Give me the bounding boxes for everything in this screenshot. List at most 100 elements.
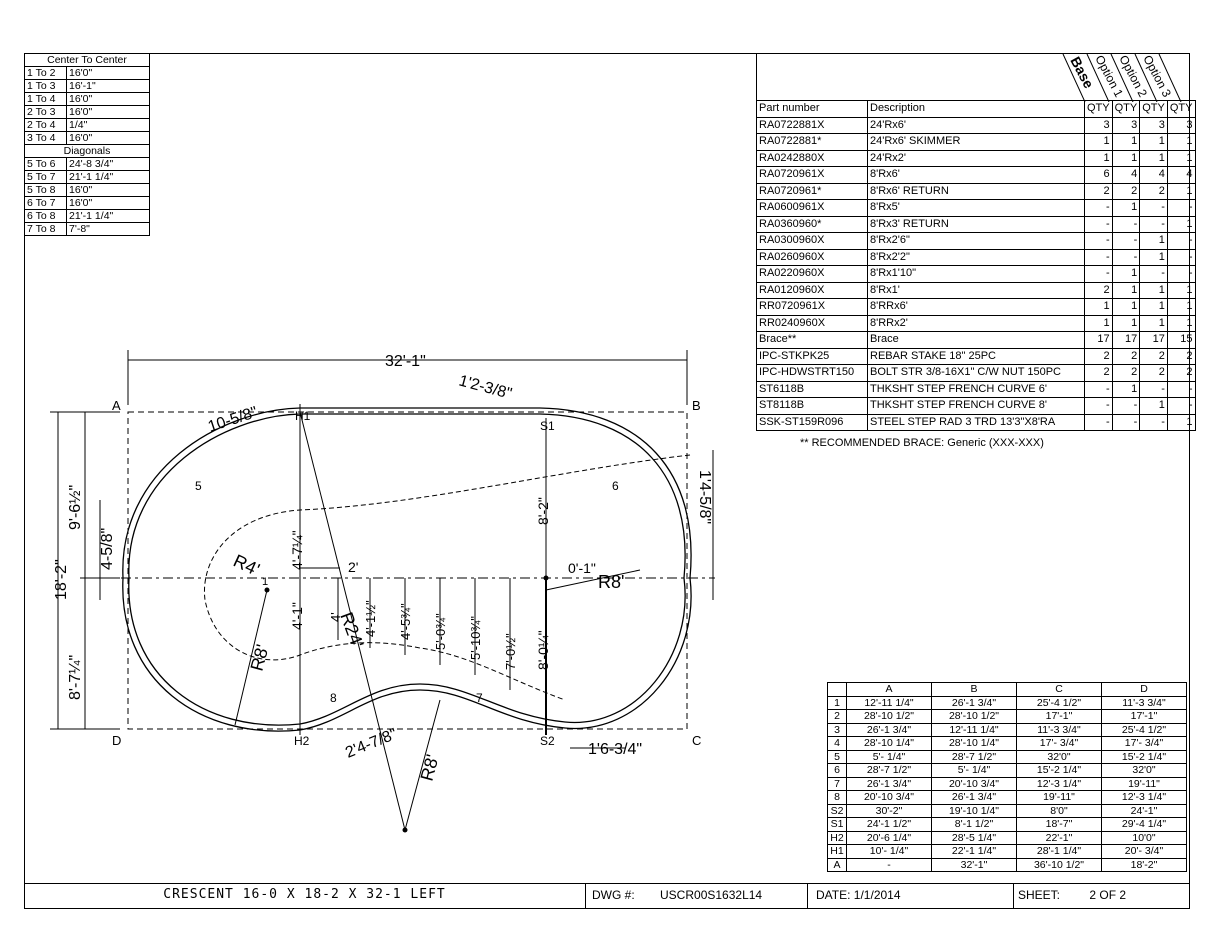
description-cell: THKSHT STEP FRENCH CURVE 6' xyxy=(867,380,1085,398)
coords-point-cell: S2 xyxy=(827,803,847,818)
qty-cell: - xyxy=(1166,397,1196,415)
qty-cell: 4 xyxy=(1166,166,1196,184)
parts-table: Part number Description QTY QTY QTY QTY … xyxy=(756,100,1196,431)
qty-cell: 17 xyxy=(1139,331,1168,349)
date-field: DATE: 1/1/2014 xyxy=(808,884,1014,908)
dim-right-offset: 1'4-5/8" xyxy=(696,470,713,524)
cc-key: 2 To 3 xyxy=(24,105,67,119)
qty-cell: 1 xyxy=(1111,149,1141,167)
coords-value-cell: 30'-2" xyxy=(846,803,932,818)
qty-cell: 1 xyxy=(1139,232,1168,250)
coords-value-cell: 11'-3 3/4" xyxy=(1101,695,1187,710)
qty-cell: 3 xyxy=(1139,116,1168,134)
description-cell: STEEL STEP RAD 3 TRD 13'3"X8'RA xyxy=(867,413,1085,431)
coords-value-cell: 24'-1" xyxy=(1101,803,1187,818)
diag-value: 21'-1 1/4" xyxy=(66,170,150,184)
coords-point-cell: 7 xyxy=(827,776,847,791)
point-7: 7 xyxy=(476,691,483,705)
part-number-cell: RA0720961* xyxy=(756,182,868,200)
qty-cell: 2 xyxy=(1084,364,1113,382)
description-cell: 24'Rx6' SKIMMER xyxy=(867,133,1085,151)
coords-corner xyxy=(827,682,847,697)
parts-row: RA0360960*8'Rx3' RETURN---1 xyxy=(756,215,1196,233)
coords-point-cell: 2 xyxy=(827,709,847,724)
coords-value-cell: 20'-10 3/4" xyxy=(931,776,1017,791)
col-description: Description xyxy=(867,100,1085,118)
qty-cell: - xyxy=(1166,380,1196,398)
coords-value-cell: 17'-1" xyxy=(1016,709,1102,724)
diag-key: 5 To 7 xyxy=(24,170,67,184)
qty-cell: 1 xyxy=(1166,133,1196,151)
part-number-cell: RA0722881X xyxy=(756,116,868,134)
coords-col-a: A xyxy=(846,682,932,697)
dim-h1-down: 4'-1" xyxy=(289,602,305,630)
description-cell: 8'Rx1'10" xyxy=(867,265,1085,283)
dim-left-offset: 4-5/8" xyxy=(99,528,116,570)
part-number-cell: RA0722881* xyxy=(756,133,868,151)
part-number-cell: RA0300960X xyxy=(756,232,868,250)
sheet-field: SHEET: 2 OF 2 xyxy=(1014,884,1190,908)
dim-right-bottom-offset: 1'6-3/4" xyxy=(588,741,642,758)
description-cell: 8'Rx3' RETURN xyxy=(867,215,1085,233)
description-cell: 8'Rx1' xyxy=(867,281,1085,299)
bounding-rectangle xyxy=(127,411,688,730)
coords-point-cell: 6 xyxy=(827,763,847,778)
qty-cell: 2 xyxy=(1111,182,1141,200)
corner-c: C xyxy=(692,733,701,748)
dim-bottom-offset: 2'4-7/8" xyxy=(343,726,400,762)
part-number-cell: RA0242880X xyxy=(756,149,868,167)
coords-value-cell: 19'-11" xyxy=(1016,790,1102,805)
coords-value-cell: 26'-1 3/4" xyxy=(931,695,1017,710)
qty-cell: 1 xyxy=(1111,199,1141,217)
coords-value-cell: 22'-1 1/4" xyxy=(931,844,1017,859)
qty-cell: 4 xyxy=(1111,166,1141,184)
qty-cell: 3 xyxy=(1166,116,1196,134)
qty-cell: 1 xyxy=(1139,133,1168,151)
qty-cell: 1 xyxy=(1084,298,1113,316)
coords-value-cell: 25'-4 1/2" xyxy=(1016,695,1102,710)
point-8: 8 xyxy=(330,691,337,705)
pool-outline-inner xyxy=(128,413,686,726)
qty-cell: 15 xyxy=(1166,331,1196,349)
dim-d3: 5'-0¾" xyxy=(433,613,448,650)
qty-cell: 1 xyxy=(1166,413,1196,431)
coords-value-cell: 28'-1 1/4" xyxy=(1016,844,1102,859)
coords-value-cell: 20'-10 3/4" xyxy=(846,790,932,805)
description-cell: 8'Rx2'6" xyxy=(867,232,1085,250)
col-qty: QTY xyxy=(1111,100,1141,118)
qty-cell: 2 xyxy=(1084,182,1113,200)
qty-cell: 3 xyxy=(1084,116,1113,134)
qty-cell: - xyxy=(1084,380,1113,398)
coords-value-cell: 8'0" xyxy=(1016,803,1102,818)
qty-cell: - xyxy=(1111,397,1141,415)
diagonals-header: Diagonals xyxy=(24,144,150,158)
coords-col-d: D xyxy=(1101,682,1187,697)
drawing-frame xyxy=(24,53,1190,909)
coords-value-cell: 22'-1" xyxy=(1016,830,1102,845)
qty-cell: 1 xyxy=(1084,133,1113,151)
dim-top-right-offset: 1'2-3/8" xyxy=(457,372,514,402)
coords-value-cell: 12'-3 1/4" xyxy=(1016,776,1102,791)
coords-value-cell: 28'-7 1/2" xyxy=(931,749,1017,764)
dim-d4: 5'-10¾" xyxy=(468,616,483,660)
description-cell: REBAR STAKE 18" 25PC xyxy=(867,347,1085,365)
qty-cell: 17 xyxy=(1084,331,1113,349)
diag-value: 7'-8" xyxy=(66,222,150,236)
dim-r8-right: R8' xyxy=(598,572,624,592)
cc-value: 16'0" xyxy=(66,66,150,80)
dim-upper-width: 9'-6½" xyxy=(67,485,84,530)
coords-value-cell: 17'- 3/4" xyxy=(1016,736,1102,751)
dim-d1: 4'-1½" xyxy=(363,600,378,637)
coords-value-cell: 28'-10 1/2" xyxy=(931,709,1017,724)
